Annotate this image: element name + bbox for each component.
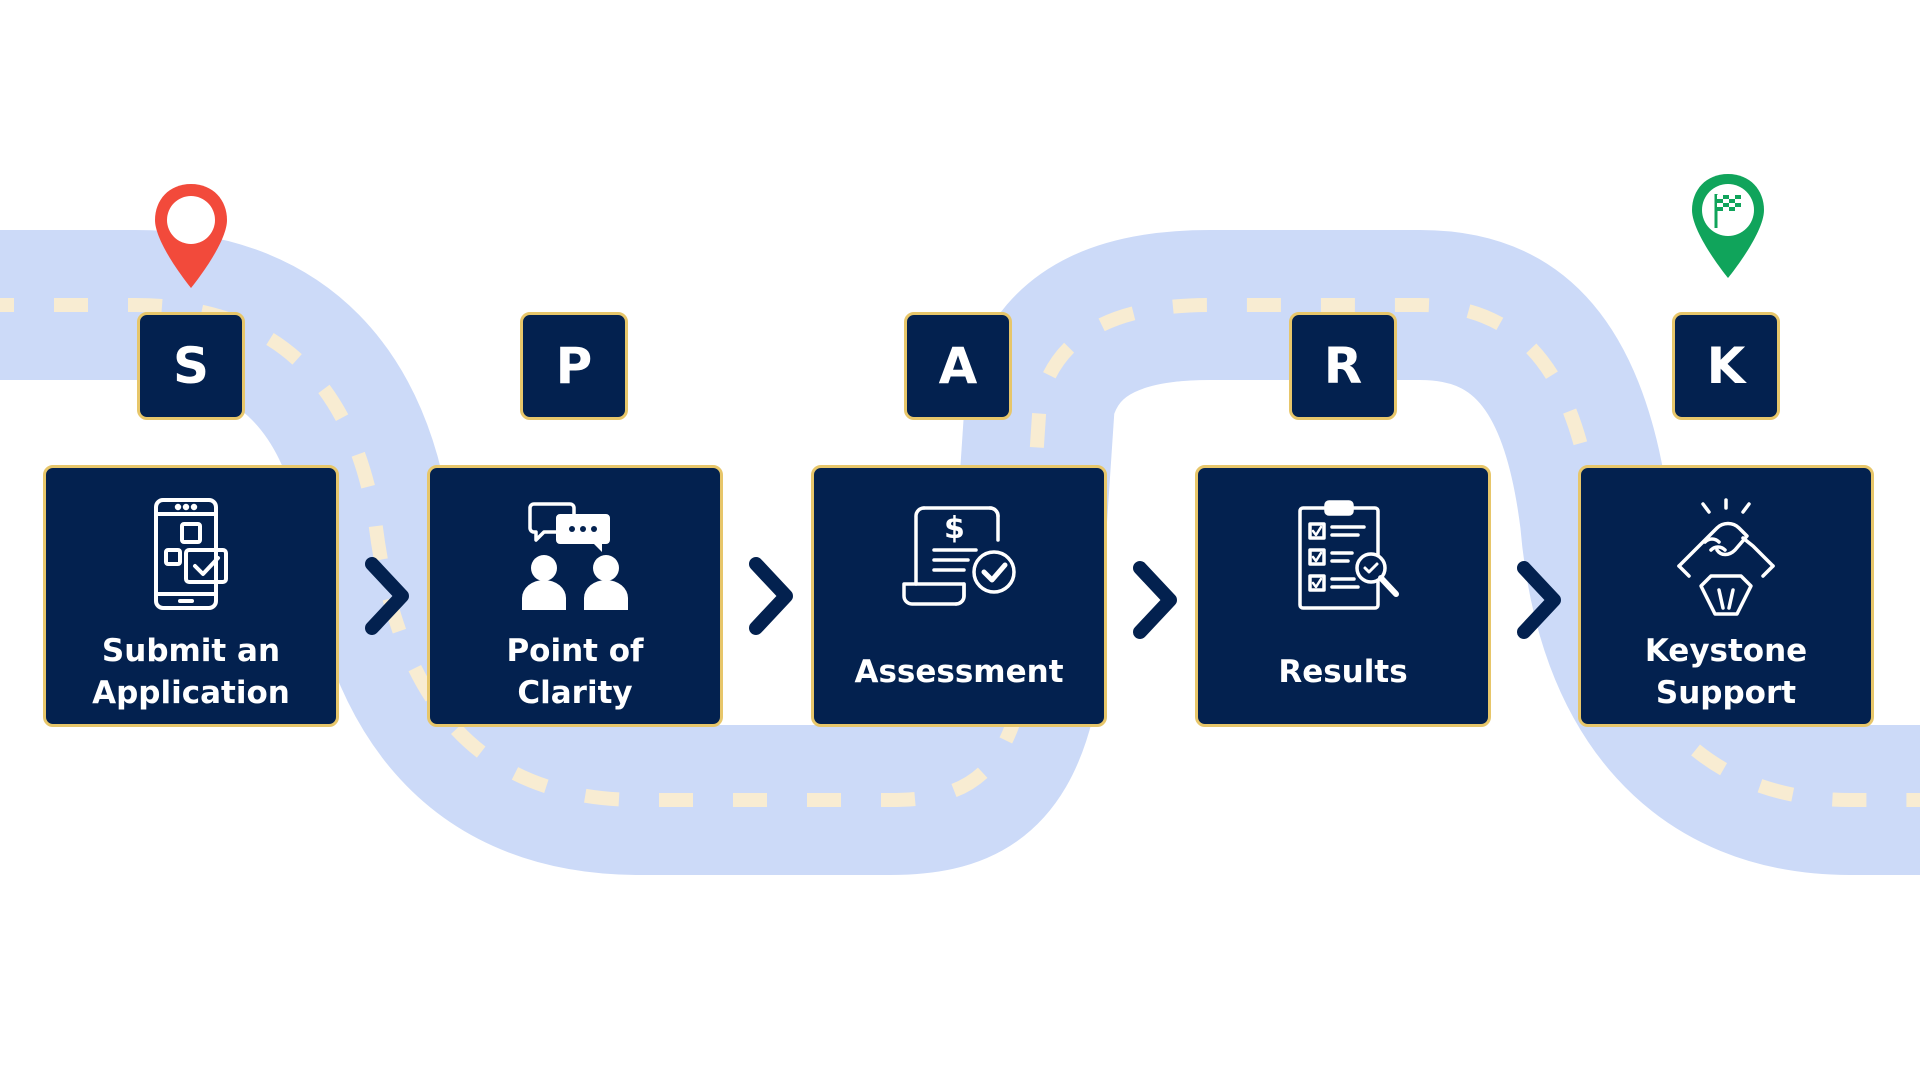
- step-card-results: Results: [1195, 465, 1491, 727]
- step-card-point-of-clarity: Point of Clarity: [427, 465, 723, 727]
- letter-box-r: R: [1289, 312, 1397, 420]
- letter-box-p: P: [520, 312, 628, 420]
- step-label-results: Results: [1278, 654, 1408, 690]
- letter-s: S: [172, 337, 209, 395]
- invoice-check-icon: $: [902, 506, 1016, 606]
- handshake-icon: [1677, 498, 1775, 616]
- discussion-icon: [522, 502, 628, 610]
- step-card-assessment: $ Assessment: [811, 465, 1107, 727]
- chevron-right-icon: [1133, 561, 1177, 639]
- finish-flag-pin-icon: [1692, 174, 1764, 278]
- chevron-right-icon: [749, 557, 793, 635]
- letter-box-s: S: [137, 312, 245, 420]
- letter-k: K: [1706, 337, 1746, 395]
- step-label-submit-application: Submit an Application: [92, 633, 290, 711]
- step-label-assessment: Assessment: [854, 654, 1064, 690]
- step-card-keystone-support: Keystone Support: [1578, 465, 1874, 727]
- svg-text:$: $: [944, 511, 965, 546]
- letter-box-a: A: [904, 312, 1012, 420]
- location-pin-icon: [155, 184, 227, 288]
- step-label-point-of-clarity: Point of Clarity: [506, 633, 644, 711]
- step-label-keystone-support: Keystone Support: [1644, 633, 1808, 711]
- mobile-app-icon: [154, 498, 228, 610]
- letter-box-k: K: [1672, 312, 1780, 420]
- letter-a: A: [938, 337, 978, 395]
- chevron-right-icon: [365, 557, 409, 635]
- letter-p: P: [555, 337, 593, 395]
- chevron-right-icon: [1517, 561, 1561, 639]
- letter-r: R: [1323, 337, 1363, 395]
- clipboard-search-icon: [1298, 500, 1399, 610]
- step-card-submit-application: Submit an Application: [43, 465, 339, 727]
